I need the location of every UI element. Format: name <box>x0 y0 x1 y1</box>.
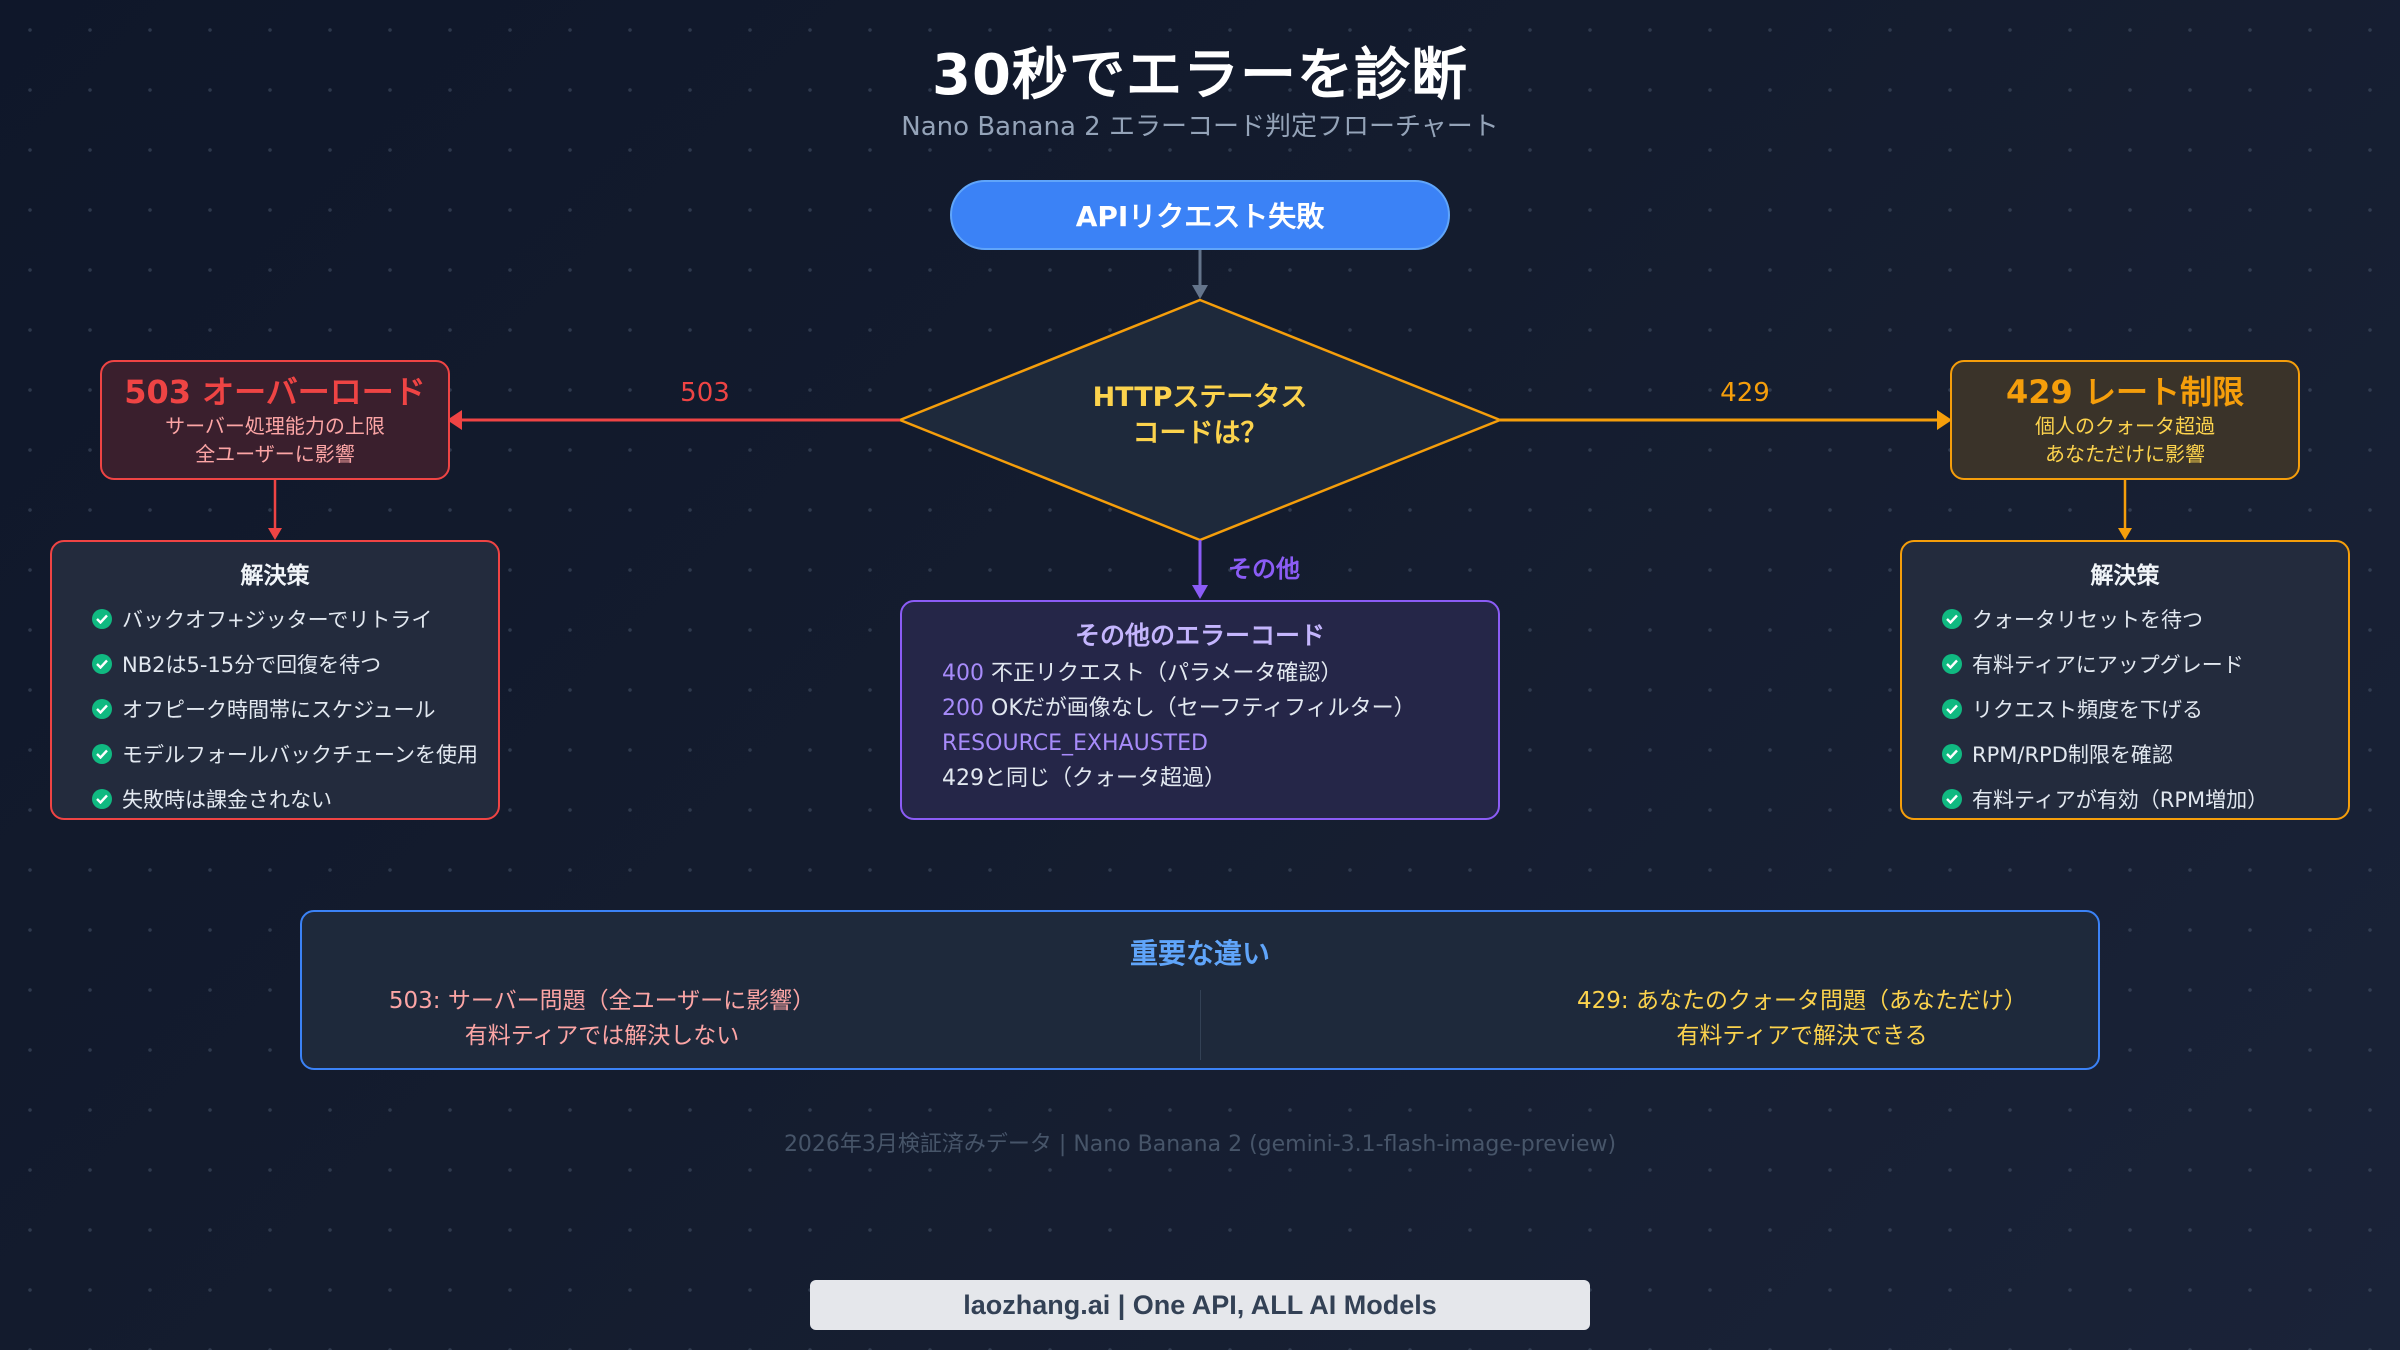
error-503-desc-1: サーバー処理能力の上限 <box>165 414 385 438</box>
solution-item: バックオフ+ジッターでリトライ <box>92 596 498 641</box>
column-divider <box>1200 990 1201 1060</box>
check-circle-icon <box>1942 788 1962 809</box>
solution-item: リクエスト頻度を下げる <box>1942 686 2348 731</box>
error-desc: 429と同じ（クォータ超過） <box>942 766 1226 791</box>
page-subtitle: Nano Banana 2 エラーコード判定フローチャート <box>901 112 1499 142</box>
start-node-api-request-failed: APIリクエスト失敗 <box>950 180 1450 250</box>
solutions-429-panel: 解決策 クォータリセットを待つ 有料ティアにアップグレード リクエスト頻度を下げ… <box>1900 540 2350 820</box>
error-desc: OKだが画像なし（セーフティフィルター） <box>991 696 1416 721</box>
check-circle-icon <box>92 698 112 719</box>
other-errors-panel: その他のエラーコード 400 不正リクエスト（パラメータ確認） 200 OKだが… <box>900 600 1500 820</box>
key-difference-429: 429: あなたのクォータ問題（あなただけ） 有料ティアで解決できる <box>1502 984 2102 1054</box>
solution-text: リクエスト頻度を下げる <box>1972 697 2203 722</box>
other-error-row: 200 OKだが画像なし（セーフティフィルター） <box>942 691 1498 726</box>
check-circle-icon <box>1942 743 1962 764</box>
error-429-desc-1: 個人のクォータ超過 <box>2035 414 2215 438</box>
key-difference-503: 503: サーバー問題（全ユーザーに影響） 有料ティアでは解決しない <box>302 984 902 1054</box>
decision-line-1: HTTPステータス <box>1092 382 1308 413</box>
solution-text: クォータリセットを待つ <box>1972 607 2203 632</box>
error-code: 400 <box>942 661 984 686</box>
brand-banner: laozhang.ai | One API, ALL AI Models <box>810 1280 1590 1330</box>
check-circle-icon <box>92 653 112 674</box>
solution-text: 有料ティアにアップグレード <box>1972 652 2244 677</box>
solutions-503-panel: 解決策 バックオフ+ジッターでリトライ NB2は5-15分で回復を待つ オフピー… <box>50 540 500 820</box>
check-circle-icon <box>92 788 112 809</box>
check-circle-icon <box>92 608 112 629</box>
solution-text: RPM/RPD制限を確認 <box>1972 742 2173 767</box>
edge-label-other: その他 <box>1228 555 1300 583</box>
decision-node-label: HTTPステータス コードは？ <box>1050 380 1350 452</box>
error-429-desc-2: あなただけに影響 <box>2045 442 2205 466</box>
other-errors-title: その他のエラーコード <box>1074 621 1325 650</box>
error-503-node: 503 オーバーロード サーバー処理能力の上限 全ユーザーに影響 <box>100 360 450 480</box>
solution-item: 有料ティアが有効（RPM増加） <box>1942 776 2348 821</box>
solution-text: バックオフ+ジッターでリトライ <box>122 607 433 632</box>
solution-item: 有料ティアにアップグレード <box>1942 641 2348 686</box>
diff-429-line-1: 429: あなたのクォータ問題（あなただけ） <box>1577 988 2027 1014</box>
edge-label-429: 429 <box>1720 378 1770 408</box>
footnote: 2026年3月検証済みデータ | Nano Banana 2 (gemini-3… <box>783 1132 1617 1157</box>
error-503-desc-2: 全ユーザーに影響 <box>195 442 355 466</box>
error-code: 200 <box>942 696 984 721</box>
error-429-title: 429 レート制限 <box>2006 373 2244 411</box>
brand-banner-text: laozhang.ai | One API, ALL AI Models <box>963 1289 1437 1320</box>
solution-text: 失敗時は課金されない <box>122 787 332 812</box>
other-error-row: 429と同じ（クォータ超過） <box>942 761 1498 796</box>
other-error-row: RESOURCE_EXHAUSTED <box>942 726 1498 761</box>
solution-text: 有料ティアが有効（RPM増加） <box>1972 787 2269 812</box>
diff-503-line-1: 503: サーバー問題（全ユーザーに影響） <box>388 988 816 1014</box>
arrow-head-down <box>1192 285 1208 299</box>
solution-item: RPM/RPD制限を確認 <box>1942 731 2348 776</box>
solution-item: クォータリセットを待つ <box>1942 596 2348 641</box>
page-title: 30秒でエラーを診断 <box>932 43 1468 108</box>
solution-item: モデルフォールバックチェーンを使用 <box>92 731 498 776</box>
check-circle-icon <box>1942 698 1962 719</box>
solution-text: オフピーク時間帯にスケジュール <box>122 697 436 722</box>
other-error-row: 400 不正リクエスト（パラメータ確認） <box>942 656 1498 691</box>
error-429-node: 429 レート制限 個人のクォータ超過 あなただけに影響 <box>1950 360 2300 480</box>
solutions-503-title: 解決策 <box>240 563 310 589</box>
start-node-label: APIリクエスト失敗 <box>1075 200 1325 233</box>
error-desc: 不正リクエスト（パラメータ確認） <box>991 661 1343 686</box>
edge-label-503: 503 <box>680 378 730 408</box>
solution-item: NB2は5-15分で回復を待つ <box>92 641 498 686</box>
solution-text: NB2は5-15分で回復を待つ <box>122 652 382 677</box>
diff-503-line-2: 有料ティアでは解決しない <box>464 1023 740 1049</box>
error-code: RESOURCE_EXHAUSTED <box>942 731 1208 756</box>
solution-text: モデルフォールバックチェーンを使用 <box>122 742 478 767</box>
check-circle-icon <box>92 743 112 764</box>
solution-item: オフピーク時間帯にスケジュール <box>92 686 498 731</box>
check-circle-icon <box>1942 653 1962 674</box>
diff-429-line-2: 有料ティアで解決できる <box>1676 1023 1928 1049</box>
solutions-429-title: 解決策 <box>2090 563 2160 589</box>
key-difference-panel: 重要な違い 503: サーバー問題（全ユーザーに影響） 有料ティアでは解決しない… <box>300 910 2100 1070</box>
key-difference-title: 重要な違い <box>1129 937 1270 970</box>
decision-line-2: コードは？ <box>1132 418 1268 449</box>
solution-item: 失敗時は課金されない <box>92 776 498 821</box>
check-circle-icon <box>1942 608 1962 629</box>
error-503-title: 503 オーバーロード <box>124 373 426 411</box>
